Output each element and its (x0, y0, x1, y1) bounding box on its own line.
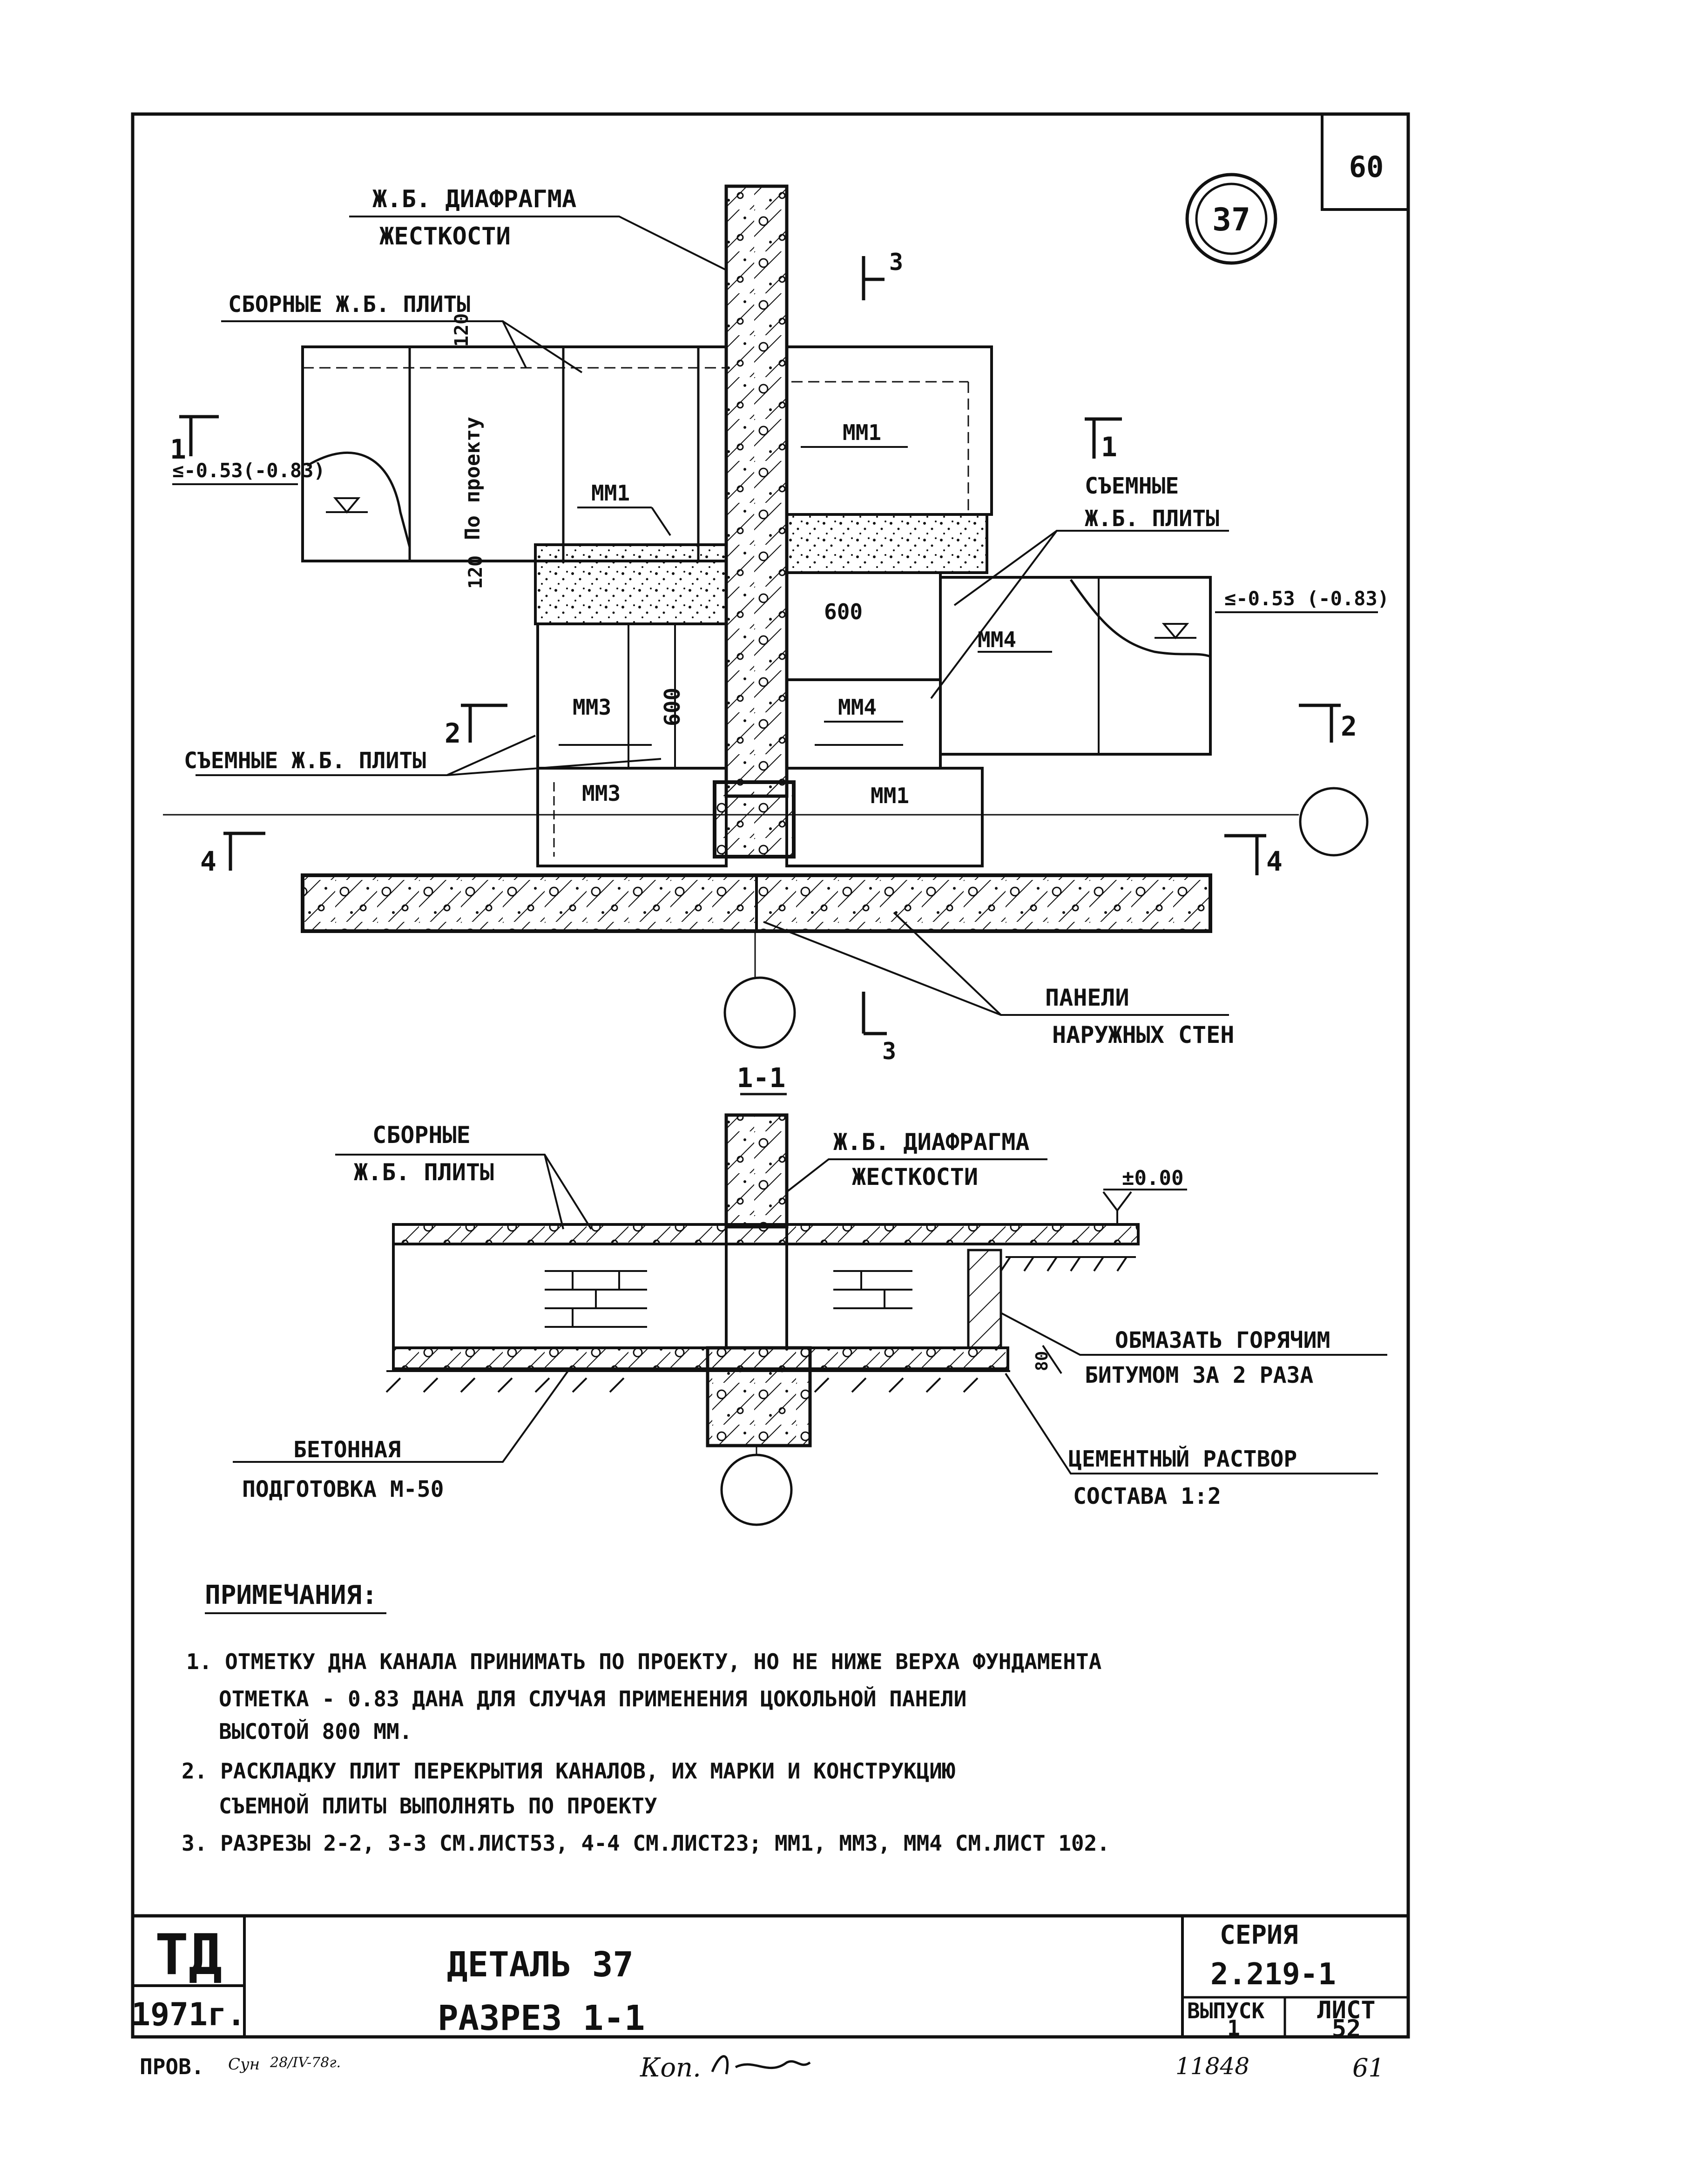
section-elevation: ±0.00 (1122, 1166, 1183, 1190)
elevation-right: ≤-0.53 (-0.83) (1224, 587, 1389, 610)
plan-diaphragm-line1: Ж.Б. ДИАФРАГМА (372, 185, 576, 213)
series-value: 2.219-1 (1210, 1957, 1336, 1992)
bitumen-line2: БИТУМОМ ЗА 2 РАЗА (1085, 1362, 1313, 1388)
title-line1: ДЕТАЛЬ 37 (447, 1945, 634, 1985)
section-1-right: 1 (1101, 431, 1117, 463)
note-line-5: СЪЕМНОЙ ПЛИТЫ ВЫПОЛНЯТЬ ПО ПРОЕКТУ (219, 1793, 657, 1819)
diaphragm-wall (724, 184, 789, 798)
section-3-top: 3 (889, 249, 903, 276)
notes-heading: ПРИМЕЧАНИЯ: (205, 1580, 378, 1610)
plan-removable-slabs-line2: Ж.Б. ПЛИТЫ (1085, 506, 1219, 532)
mark-mm4-center: ММ4 (838, 695, 877, 720)
section-precast-line1: СБОРНЫЕ (372, 1122, 471, 1149)
axis-circle-right (1299, 787, 1369, 857)
bitumen-line1: ОБМАЗАТЬ ГОРЯЧИМ (1115, 1327, 1330, 1353)
section-2-right: 2 (1341, 710, 1357, 742)
note-line-4: 2. РАСКЛАДКУ ПЛИТ ПЕРЕКРЫТИЯ КАНАЛОВ, ИХ… (182, 1758, 955, 1784)
checked-date: 28/IV-78г. (270, 2055, 341, 2071)
dim-120-bottom: 120 (465, 555, 486, 589)
title-block (133, 1914, 1408, 2037)
sheet-label: ЛИСТ (1317, 1996, 1375, 2024)
plan-diaphragm-line2: ЖЕСТКОСТИ (379, 223, 511, 250)
dim-600-v: 600 (660, 688, 685, 726)
section-1-left: 1 (170, 433, 186, 465)
page-number-top: 60 (1349, 150, 1384, 184)
issue-label: ВЫПУСК (1187, 1998, 1264, 2023)
copy-label: Коп. (640, 2053, 701, 2083)
series-label: СЕРИЯ (1220, 1920, 1298, 1950)
page-number-bottom: 61 (1352, 2053, 1384, 2083)
wall-panels-line1: ПАНЕЛИ (1045, 984, 1129, 1011)
mark-mm1-bottom-right: ММ1 (871, 783, 909, 808)
copy-signature (711, 2055, 811, 2075)
section-diaphragm-line2: ЖЕСТКОСТИ (852, 1163, 978, 1190)
dim-120-top: 120 (451, 313, 473, 347)
dim-by-project: По проекту (461, 417, 485, 540)
section-title: 1-1 (737, 1062, 786, 1094)
cement-mortar-line1: ЦЕМЕНТНЫЙ РАСТВОР (1068, 1446, 1297, 1472)
plan-removable-slabs-left: СЪЕМНЫЕ Ж.Б. ПЛИТЫ (184, 748, 426, 774)
page-number-box-top: 60 (1321, 114, 1408, 211)
mark-mm3-bottom: ММ3 (582, 781, 621, 806)
dim-600-h: 600 (824, 599, 863, 624)
title-year: 1971г. (131, 1996, 246, 2033)
mark-mm1-top-right: ММ1 (843, 420, 881, 445)
section-axis-circle (720, 1454, 793, 1526)
title-org: ТД (155, 1923, 223, 1988)
plan-removable-slabs-line1: СЪЕМНЫЕ (1085, 473, 1179, 499)
issue-value: 1 (1227, 2015, 1240, 2041)
checked-label: ПРОВ. (140, 2054, 204, 2079)
left-channel-slabs (301, 345, 728, 562)
mark-mm4-right: ММ4 (978, 627, 1016, 652)
plan-precast-slabs-label: СБОРНЫЕ Ж.Б. ПЛИТЫ (228, 291, 470, 318)
right-channel-slabs (785, 345, 993, 516)
note-line-6: 3. РАЗРЕЗЫ 2-2, 3-3 СМ.ЛИСТ53, 4-4 СМ.ЛИ… (182, 1831, 1110, 1856)
note-line-3: ВЫСОТОЙ 800 ММ. (219, 1719, 412, 1744)
sheet-value: 52 (1332, 2015, 1361, 2043)
sheet-frame (131, 112, 1410, 2039)
concrete-prep-line2: ПОДГОТОВКА М-50 (242, 1476, 444, 1502)
dim-80: 80 (1033, 1351, 1052, 1371)
section-2-left: 2 (445, 717, 461, 749)
section-precast-line2: Ж.Б. ПЛИТЫ (354, 1159, 494, 1186)
footer: ПРОВ. Сун 28/IV-78г. Коп. 11848 61 (140, 2053, 1384, 2083)
plan-view: Ж.Б. ДИАФРАГМА ЖЕСТКОСТИ СБОРНЫЕ Ж.Б. ПЛ… (163, 184, 1389, 1065)
wall-panels-line2: НАРУЖНЫХ СТЕН (1052, 1021, 1234, 1048)
section-view: 1-1 (233, 1062, 1387, 1526)
note-line-2: ОТМЕТКА - 0.83 ДАНА ДЛЯ СЛУЧАЯ ПРИМЕНЕНИ… (219, 1686, 966, 1711)
checked-signature: Сун (228, 2055, 260, 2074)
notes: ПРИМЕЧАНИЯ: 1. ОТМЕТКУ ДНА КАНАЛА ПРИНИМ… (182, 1580, 1110, 1856)
axis-circle-bottom (723, 976, 796, 1049)
section-4-left: 4 (200, 845, 216, 877)
cement-mortar-line2: СОСТАВА 1:2 (1073, 1483, 1221, 1509)
detail-number: 37 (1212, 202, 1250, 238)
detail-marker: 37 (1185, 173, 1277, 265)
mark-mm3-left: ММ3 (573, 695, 611, 720)
section-3-bottom: 3 (882, 1038, 896, 1065)
section-4-right: 4 (1266, 845, 1283, 877)
note-line-1: 1. ОТМЕТКУ ДНА КАНАЛА ПРИНИМАТЬ ПО ПРОЕК… (186, 1649, 1101, 1674)
left-lower-channel (534, 543, 728, 625)
concrete-prep-line1: БЕТОННАЯ (293, 1437, 401, 1463)
section-diaphragm-line1: Ж.Б. ДИАФРАГМА (833, 1129, 1029, 1156)
mark-mm1-center: ММ1 (591, 480, 630, 506)
archive-number: 11848 (1175, 2053, 1249, 2080)
elevation-left: ≤-0.53(-0.83) (172, 459, 325, 482)
title-line2: РАЗРЕЗ 1-1 (438, 1998, 645, 2038)
